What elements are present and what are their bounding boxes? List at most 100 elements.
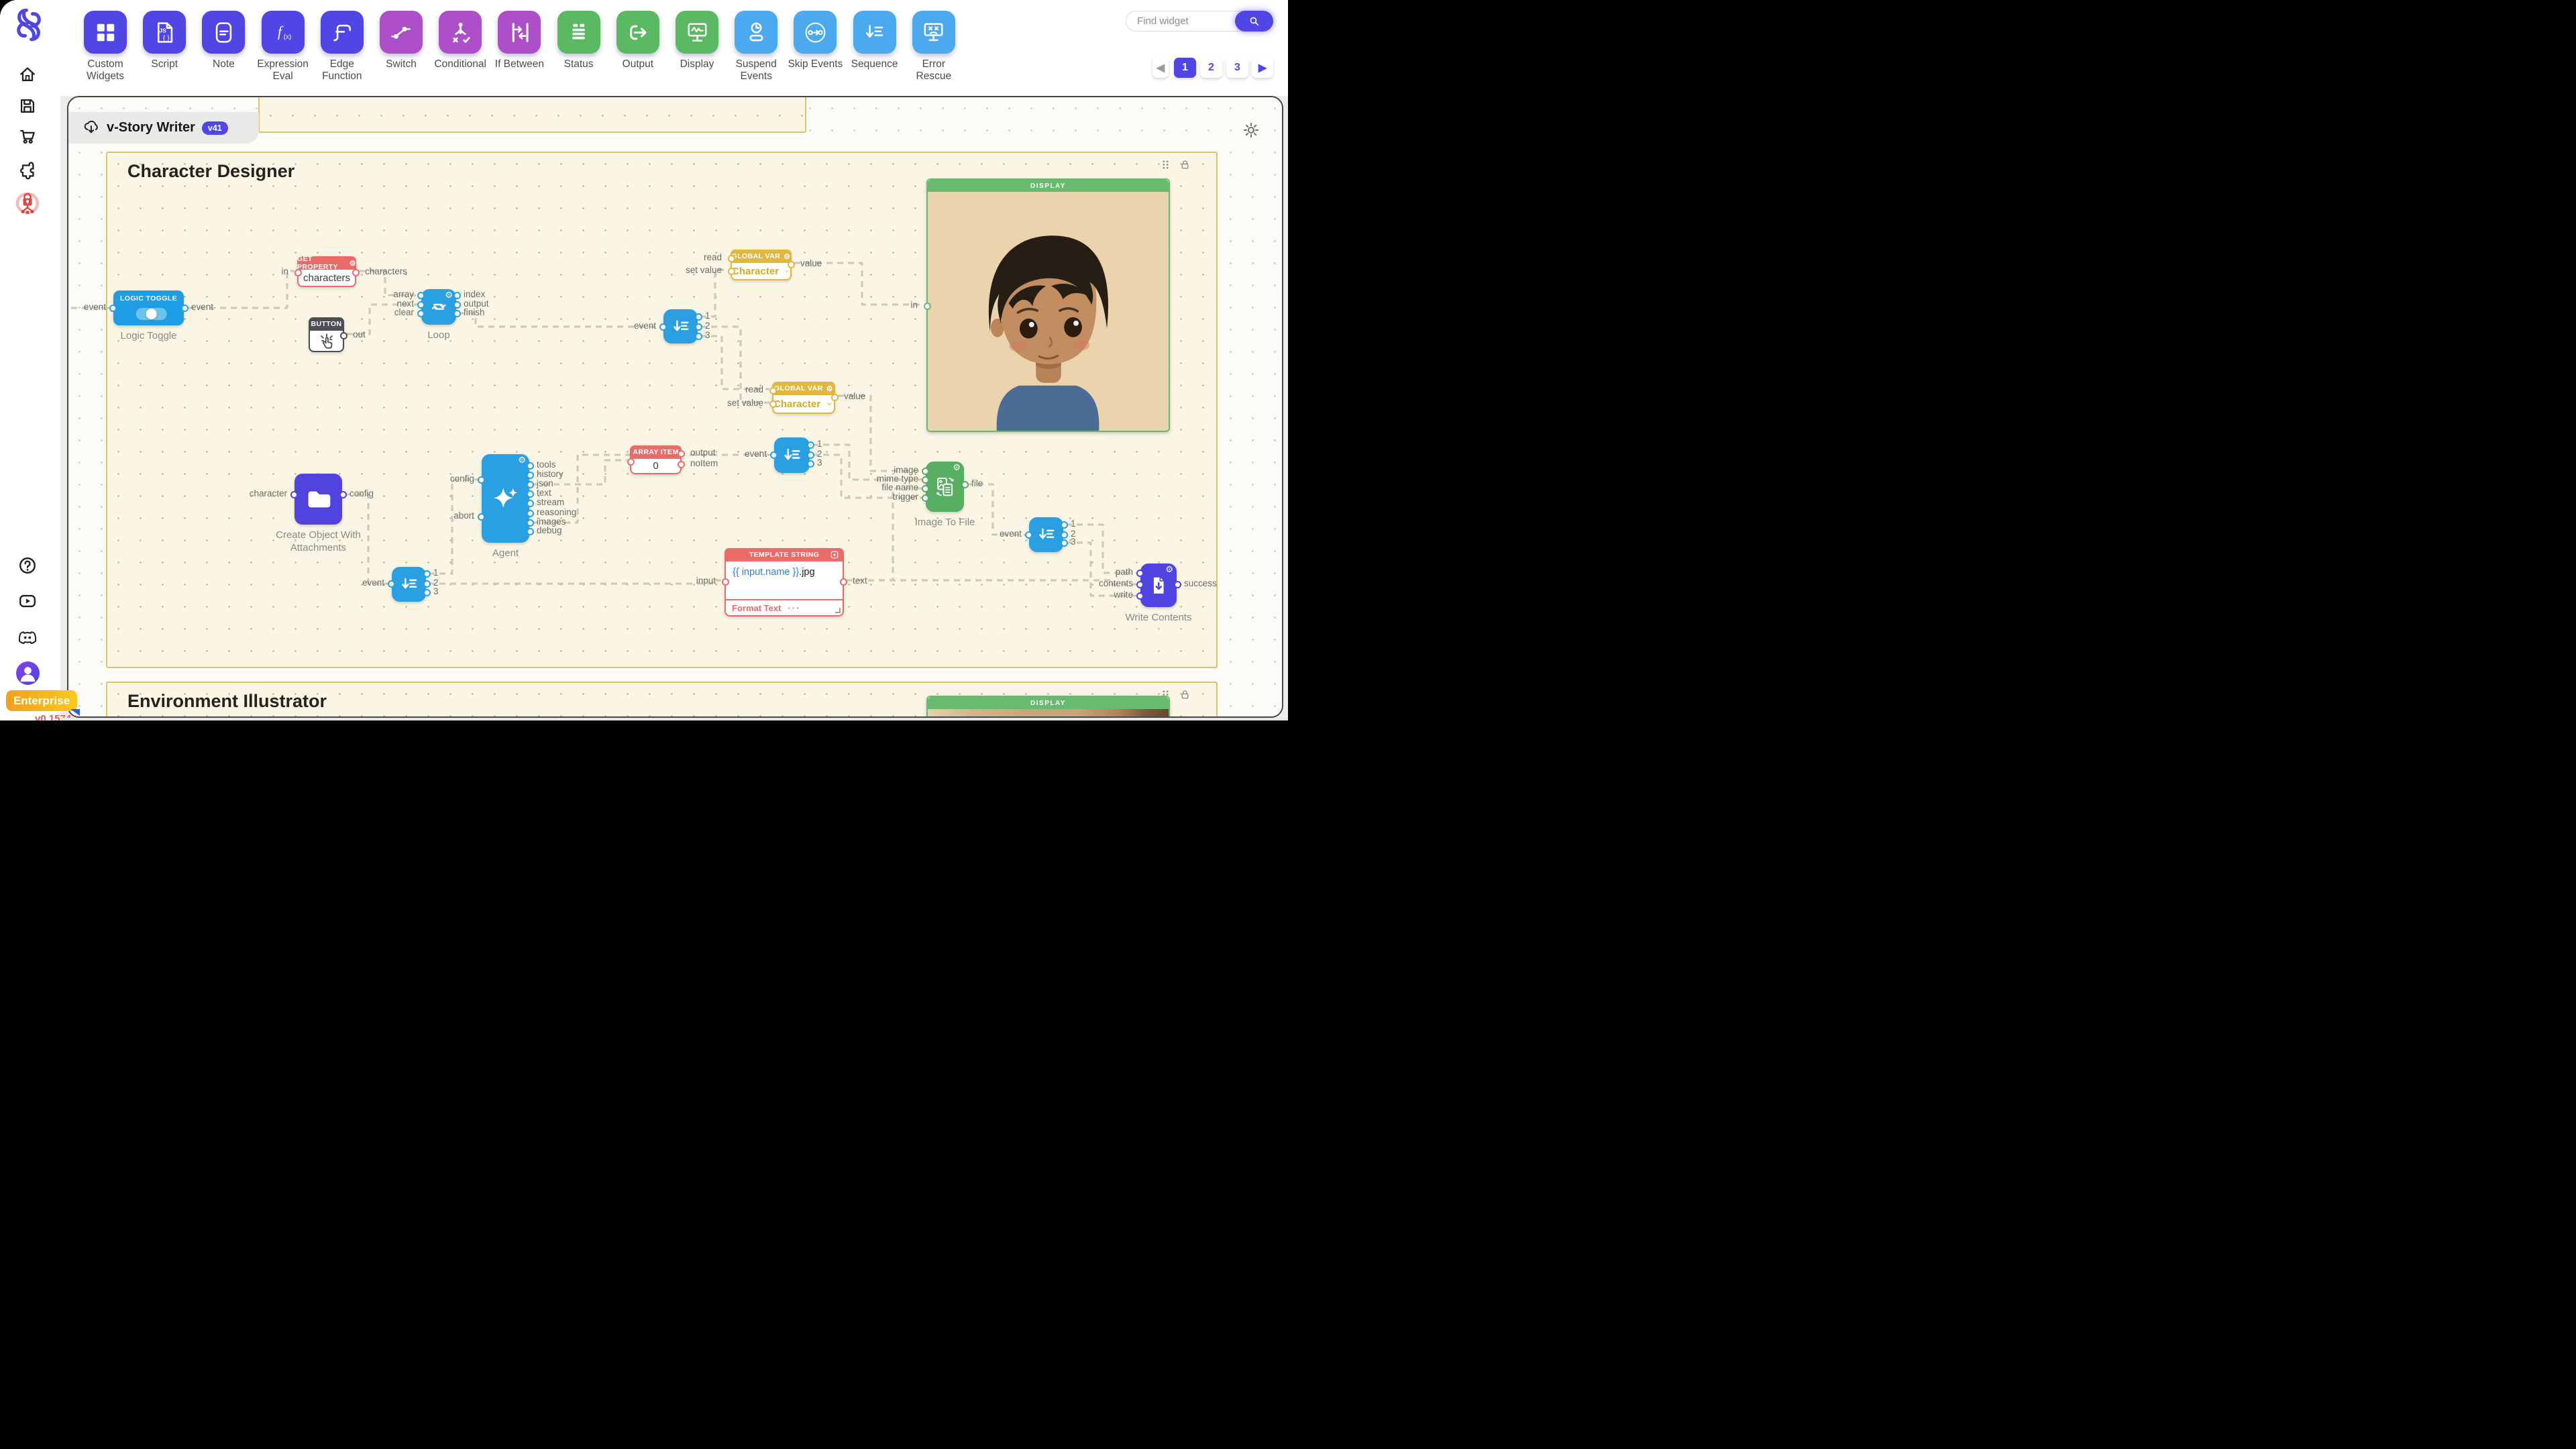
output-port-event[interactable]	[180, 304, 189, 312]
toolbar-item-script[interactable]: JS{ }Script	[135, 11, 194, 70]
toolbar-item-note[interactable]: Note	[194, 11, 253, 70]
output-port-1[interactable]	[423, 570, 431, 578]
output-port-history[interactable]	[526, 471, 534, 479]
input-port-clear[interactable]	[417, 309, 425, 317]
output-port-2[interactable]	[1060, 531, 1068, 539]
output-port-2[interactable]	[694, 323, 702, 331]
output-port-3[interactable]	[423, 588, 431, 596]
input-port-path[interactable]	[1136, 569, 1144, 577]
input-port-file name[interactable]	[921, 484, 929, 492]
input-port-next[interactable]	[417, 301, 425, 309]
input-port-set value[interactable]	[769, 400, 777, 408]
output-port-noItem[interactable]	[677, 460, 685, 468]
input-port-mime type[interactable]	[921, 476, 929, 484]
output-port-output[interactable]	[677, 449, 685, 458]
input-port-config[interactable]	[477, 476, 485, 484]
output-port-1[interactable]	[1060, 521, 1068, 529]
output-port-index[interactable]	[453, 291, 461, 299]
sidebar-item-extensions[interactable]	[17, 160, 38, 180]
toolbar-item-custom-widgets[interactable]: Custom Widgets	[76, 11, 135, 82]
app-logo-icon[interactable]	[9, 5, 48, 44]
output-port-characters[interactable]	[352, 268, 360, 276]
lock-icon[interactable]	[1179, 159, 1191, 170]
lock-icon[interactable]	[1179, 689, 1191, 700]
toolbar-item-conditional[interactable]: Conditional	[431, 11, 490, 70]
input-port-in[interactable]	[294, 268, 302, 276]
input-port-trigger[interactable]	[921, 494, 929, 502]
more-options-dots[interactable]: ···	[788, 602, 801, 613]
output-port-3[interactable]	[694, 332, 702, 340]
output-port-text[interactable]	[526, 490, 534, 498]
input-port-image[interactable]	[921, 467, 929, 475]
template-text[interactable]: {{ input.name }}.jpg	[733, 567, 815, 578]
input-port-read[interactable]	[769, 386, 777, 394]
flow-canvas[interactable]: Character Designer Environment Illustrat…	[67, 96, 1283, 718]
output-port-value[interactable]	[830, 393, 839, 401]
toolbar-item-sequence[interactable]: Sequence	[845, 11, 904, 70]
toolbar-item-if-between[interactable]: If Between	[490, 11, 549, 70]
plan-badge[interactable]: Enterprise	[6, 690, 80, 716]
node-value[interactable]: 0	[653, 460, 659, 472]
output-port-value[interactable]	[787, 260, 795, 268]
output-port-1[interactable]	[694, 313, 702, 321]
output-port-debug[interactable]	[526, 527, 534, 535]
input-port-array[interactable]	[417, 291, 425, 299]
sidebar-item-discord[interactable]	[17, 627, 38, 647]
output-port-out[interactable]	[339, 331, 347, 339]
output-port-text[interactable]	[839, 578, 847, 586]
sidebar-item-secrets[interactable]	[14, 191, 41, 217]
sidebar-item-profile[interactable]	[16, 661, 40, 685]
toolbar-item-display[interactable]: Display	[667, 11, 727, 70]
node-value[interactable]: Character	[773, 398, 821, 410]
input-port-event[interactable]	[109, 304, 117, 312]
output-port-2[interactable]	[423, 580, 431, 588]
output-port-file[interactable]	[961, 480, 969, 488]
template-footer[interactable]: Format Text···	[726, 599, 843, 615]
output-port-stream[interactable]	[526, 499, 534, 507]
resize-handle-icon[interactable]	[835, 608, 841, 613]
pagination-prev-button[interactable]: ◀	[1152, 58, 1169, 78]
sidebar-item-save[interactable]	[17, 96, 38, 116]
output-port-tools[interactable]	[526, 462, 534, 470]
input-port-event[interactable]	[769, 451, 777, 459]
input-port-set value[interactable]	[727, 267, 735, 275]
input-port-read[interactable]	[727, 254, 735, 262]
input-port-write[interactable]	[1136, 592, 1144, 600]
output-port-output[interactable]	[453, 301, 461, 309]
input-port-character[interactable]	[290, 490, 298, 498]
toolbar-item-edge-function[interactable]: Edge Function	[313, 11, 372, 82]
input-port-event[interactable]	[387, 580, 395, 588]
output-port-finish[interactable]	[453, 309, 461, 317]
toolbar-item-output[interactable]: Output	[608, 11, 667, 70]
toggle-switch[interactable]	[136, 308, 167, 320]
output-port-3[interactable]	[1060, 539, 1068, 547]
toolbar-item-status[interactable]: Status	[549, 11, 608, 70]
node-value[interactable]: characters	[303, 272, 351, 284]
sidebar-item-home[interactable]	[17, 64, 38, 85]
toolbar-item-suspend-events[interactable]: Suspend Events	[727, 11, 786, 82]
output-port-2[interactable]	[806, 451, 814, 459]
input-port-input[interactable]	[721, 578, 729, 586]
toolbar-item-expression-eval[interactable]: f(x)Expression Eval	[254, 11, 313, 82]
sidebar-item-videos[interactable]	[17, 591, 38, 611]
input-port-in[interactable]	[923, 302, 931, 310]
pagination-next-button[interactable]: ▶	[1252, 58, 1273, 78]
input-port-event[interactable]	[659, 323, 667, 331]
output-port-reasoning[interactable]	[526, 509, 534, 517]
search-button[interactable]	[1235, 11, 1273, 32]
